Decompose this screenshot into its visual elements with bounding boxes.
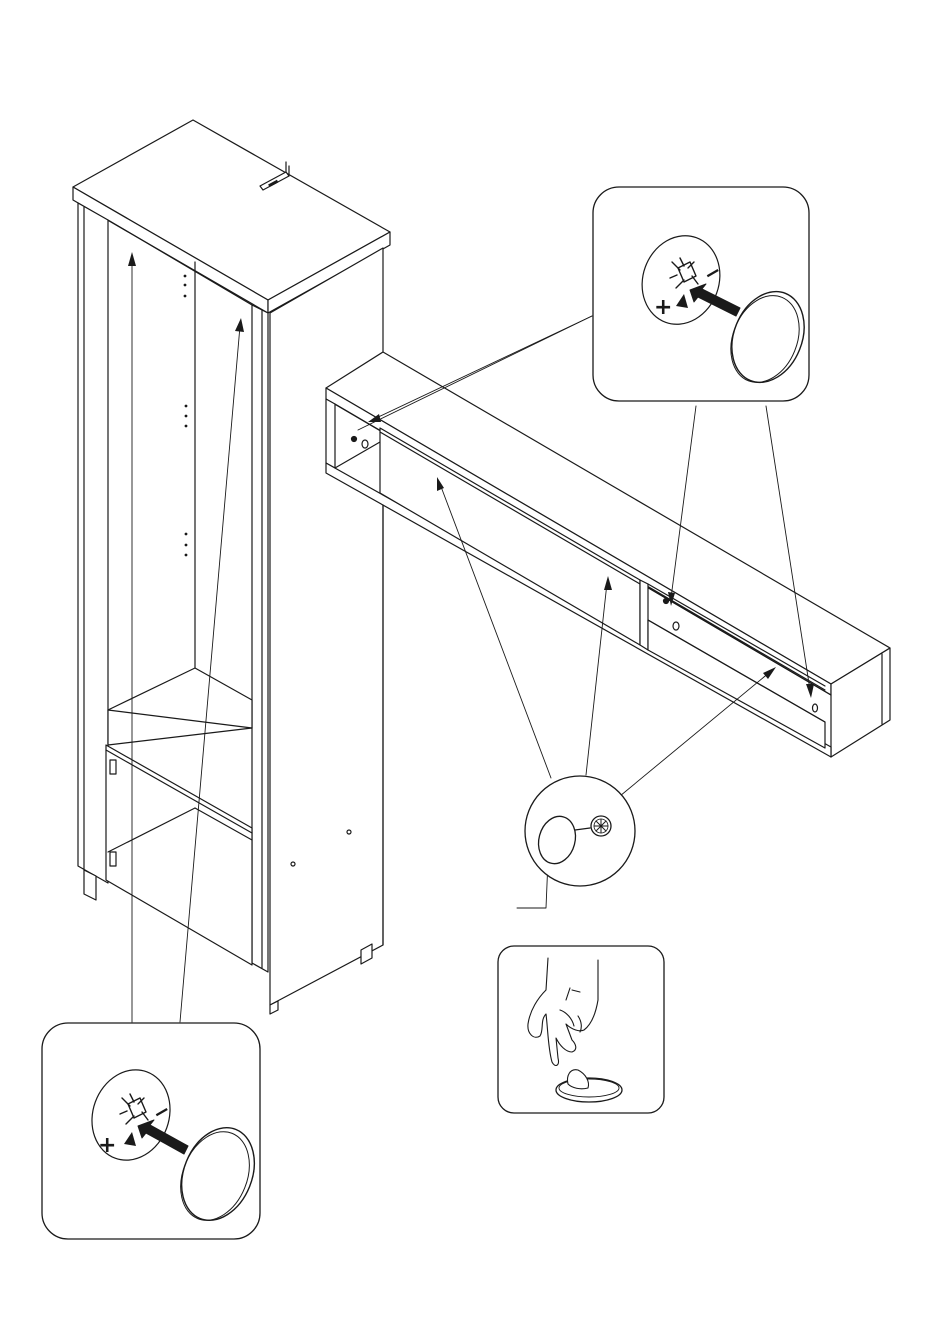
cabinet-foot-left: [84, 870, 96, 900]
cabinet-lower-door: [106, 745, 252, 965]
cabinet-right-side: [270, 248, 383, 1005]
cabinet-right-stile: [252, 305, 268, 972]
hinge-lower: [110, 852, 116, 866]
shelf-left-end: [326, 399, 335, 468]
cap-fitting-detail-bottom: + −: [42, 1023, 268, 1239]
plus-symbol-bottom: +: [98, 1133, 116, 1158]
shelf-hole-right: [673, 622, 679, 630]
shelf-pin-holes: [184, 275, 188, 557]
plus-symbol: +: [654, 295, 672, 320]
tall-cabinet: [73, 120, 390, 1014]
screw-head-icon: [591, 816, 611, 836]
screw-cover-detail: [525, 776, 635, 886]
hinge-upper: [110, 760, 116, 774]
peel-sticker-detail: [498, 946, 664, 1113]
cabinet-middle-shelf: [108, 668, 252, 745]
cap-fitting-detail-top: + −: [593, 187, 817, 401]
shelf-divider: [640, 580, 648, 650]
cabinet-left-stile: [78, 203, 108, 883]
shelf-cam-dot-left: [352, 437, 357, 442]
shelf-hole-end: [813, 704, 818, 712]
shelf-cam-dot-right: [664, 599, 669, 604]
